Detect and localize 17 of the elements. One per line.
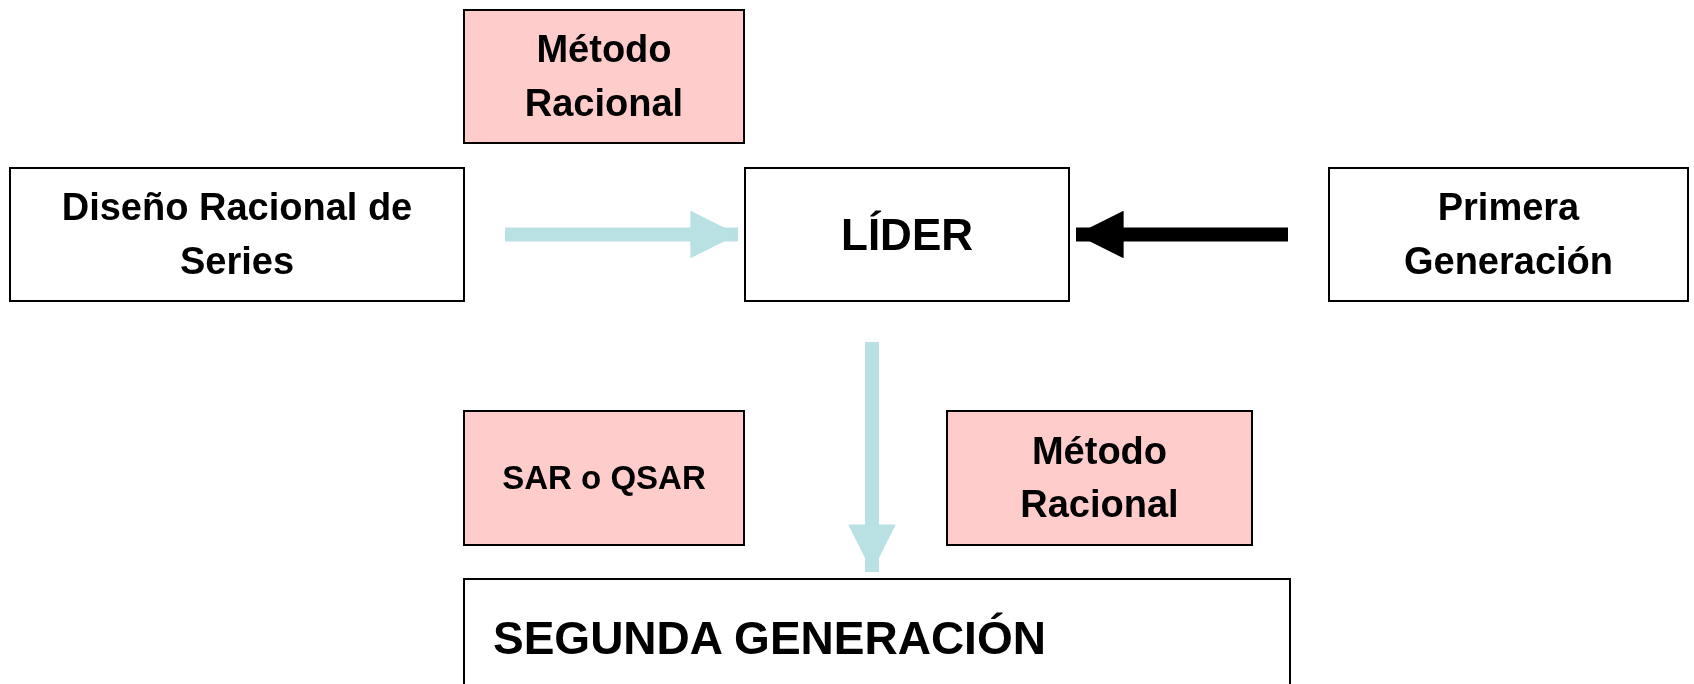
- process-box: [1328, 167, 1689, 302]
- process-box: [463, 9, 745, 144]
- process-box: [9, 167, 465, 302]
- box-label: Diseño Racional de Series: [60, 185, 414, 284]
- box-label: SAR o QSAR: [501, 457, 707, 498]
- process-box: [744, 167, 1070, 302]
- box-label: Primera Generación: [1402, 185, 1615, 284]
- arrow: [505, 210, 738, 259]
- process-box: [463, 578, 1291, 684]
- box-label: SEGUNDA GENERACIÓN: [492, 611, 1047, 666]
- box-label: Método Racional: [1019, 428, 1180, 527]
- process-box: [463, 410, 745, 546]
- arrow: [848, 342, 896, 572]
- box-label: Método Racional: [523, 27, 685, 126]
- arrow: [1076, 210, 1288, 259]
- process-box: [946, 410, 1253, 546]
- box-label: LÍDER: [840, 208, 974, 261]
